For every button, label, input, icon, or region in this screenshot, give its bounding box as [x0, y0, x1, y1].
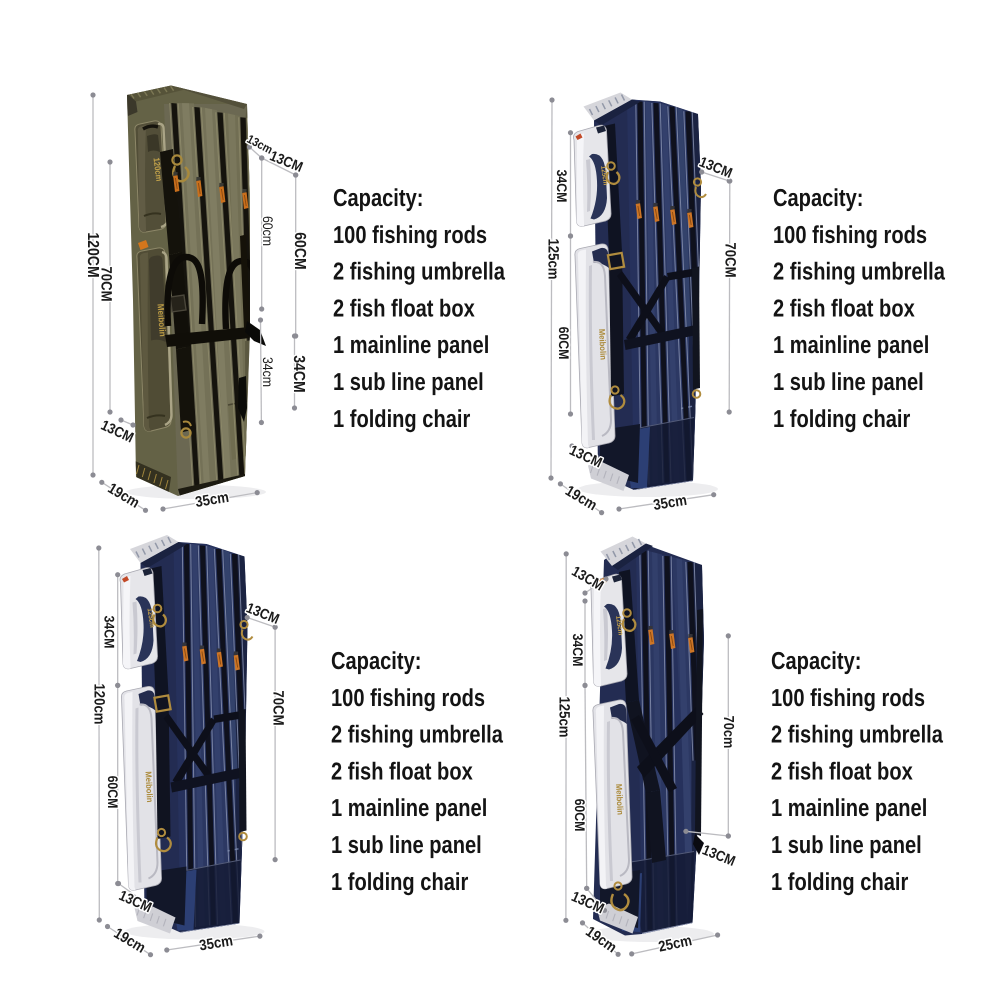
svg-text:2 fishing umbrella: 2 fishing umbrella — [773, 259, 945, 286]
svg-text:100 fishing rods: 100 fishing rods — [773, 222, 927, 249]
svg-text:Capacity:: Capacity: — [771, 648, 861, 675]
svg-text:Meibolin: Meibolin — [597, 329, 609, 361]
svg-text:100 fishing rods: 100 fishing rods — [333, 222, 487, 249]
svg-text:1 sub line panel: 1 sub line panel — [331, 832, 482, 859]
svg-text:100 fishing rods: 100 fishing rods — [331, 685, 485, 712]
svg-text:2 fish float box: 2 fish float box — [773, 295, 915, 322]
svg-text:34CM: 34CM — [570, 634, 586, 667]
svg-text:1 folding chair: 1 folding chair — [773, 406, 911, 433]
svg-text:70CM: 70CM — [270, 690, 287, 725]
svg-text:Capacity:: Capacity: — [773, 185, 863, 212]
svg-text:60CM: 60CM — [291, 232, 308, 270]
svg-text:1 sub line panel: 1 sub line panel — [771, 832, 922, 859]
svg-text:125cm: 125cm — [614, 615, 624, 635]
svg-text:125cm: 125cm — [599, 165, 609, 185]
svg-text:2 fishing umbrella: 2 fishing umbrella — [331, 722, 503, 749]
svg-text:1 folding chair: 1 folding chair — [771, 869, 909, 896]
svg-text:70CM: 70CM — [98, 266, 115, 301]
svg-text:1 folding chair: 1 folding chair — [333, 406, 471, 433]
svg-text:60CM: 60CM — [556, 327, 572, 360]
svg-text:70cm: 70cm — [720, 716, 736, 749]
svg-text:2 fishing umbrella: 2 fishing umbrella — [771, 722, 943, 749]
svg-text:34CM: 34CM — [554, 170, 570, 203]
svg-text:34CM: 34CM — [290, 355, 307, 393]
svg-text:1 sub line panel: 1 sub line panel — [333, 369, 484, 396]
svg-text:2 fish float box: 2 fish float box — [333, 295, 475, 322]
svg-text:1 sub line panel: 1 sub line panel — [773, 369, 924, 396]
svg-text:120CM: 120CM — [84, 232, 101, 277]
svg-text:70CM: 70CM — [722, 242, 739, 277]
svg-text:2 fishing umbrella: 2 fishing umbrella — [333, 259, 505, 286]
svg-text:125cm: 125cm — [545, 238, 562, 279]
svg-text:2 fish float box: 2 fish float box — [771, 758, 913, 785]
svg-text:1 mainline panel: 1 mainline panel — [333, 332, 489, 359]
svg-text:1 mainline panel: 1 mainline panel — [331, 795, 487, 822]
svg-text:1 mainline panel: 1 mainline panel — [771, 795, 927, 822]
svg-text:60CM: 60CM — [572, 799, 588, 832]
svg-text:125cm: 125cm — [556, 696, 573, 737]
svg-text:60CM: 60CM — [105, 776, 121, 809]
svg-text:2 fish float box: 2 fish float box — [331, 758, 473, 785]
svg-text:34CM: 34CM — [102, 616, 118, 649]
svg-text:34cm: 34cm — [260, 357, 276, 387]
svg-text:1 folding chair: 1 folding chair — [331, 869, 469, 896]
svg-text:1 mainline panel: 1 mainline panel — [773, 332, 929, 359]
svg-text:60cm: 60cm — [260, 216, 276, 246]
svg-text:Capacity:: Capacity: — [331, 648, 421, 675]
svg-text:120cm: 120cm — [91, 683, 108, 724]
svg-text:100 fishing rods: 100 fishing rods — [771, 685, 925, 712]
svg-text:Capacity:: Capacity: — [333, 185, 423, 212]
svg-text:Meibolin: Meibolin — [614, 784, 626, 816]
